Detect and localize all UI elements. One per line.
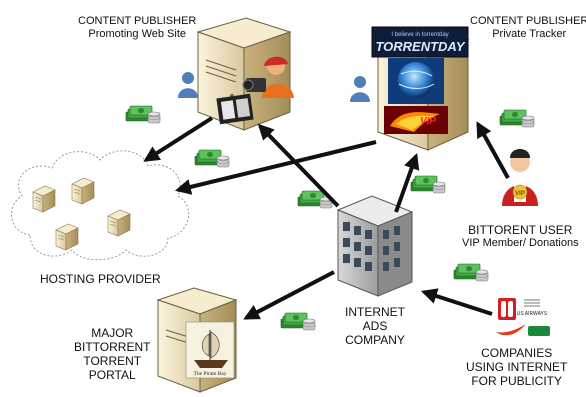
pirate-bay-logo: The Pirate Bay (185, 321, 235, 379)
arrow-tracker-to-hosting (174, 140, 377, 195)
vip-fire-badge: VIP (384, 106, 448, 134)
publisher-tracker-label: CONTENT PUBLISHER Private Tracker (470, 15, 586, 41)
arrow-ads-to-portal (243, 270, 335, 320)
arrow-ads-to-tracker (394, 152, 420, 213)
arrow-user-to-tracker (476, 121, 510, 179)
money-stack-icon (194, 149, 230, 168)
publisher-tracker-person-icon (350, 76, 370, 102)
companies-label: COMPANIES USING INTERNET FOR PUBLICITY (466, 346, 567, 388)
companies-line-2: USING INTERNET (466, 360, 568, 374)
companies-line-1: COMPANIES (481, 346, 553, 360)
globe-icon (388, 58, 444, 104)
bittorrent-user-label: BITTORENT USER VIP Member/ Donations (462, 224, 579, 250)
hosting-provider-label: HOSTING PROVIDER (40, 272, 161, 286)
internet-ads-company-label: INTERNET ADS COMPANY (345, 305, 405, 347)
major-portal-line-3: TORRENT (83, 354, 142, 368)
svg-text:TORRENTDAY: TORRENTDAY (375, 39, 465, 54)
publisher-web-subtitle: Promoting Web Site (88, 28, 186, 40)
companies-line-3: FOR PUBLICITY (471, 374, 563, 388)
torrentday-banner: I believe in torrentday TORRENTDAY (371, 26, 469, 58)
brand-logos: US AIRWAYS (496, 298, 550, 336)
film-strip-icon (216, 93, 254, 125)
camera-operator-icon (242, 56, 294, 98)
publisher-web-title: CONTENT PUBLISHER (78, 15, 197, 27)
publisher-tracker-subtitle: Private Tracker (492, 28, 567, 40)
money-stack-icon (410, 175, 446, 194)
flow-arrows (143, 116, 510, 320)
bittorrent-user-subtitle: VIP Member/ Donations (462, 237, 579, 249)
arrow-companies-to-ads (420, 288, 493, 316)
money-stack-icon (280, 312, 316, 331)
arrow-ads-to-web (257, 123, 340, 208)
ads-company-building-icon (336, 195, 414, 297)
svg-text:VIP: VIP (515, 191, 525, 197)
major-portal-line-2: BITTORRENT (74, 340, 151, 354)
major-portal-label: MAJOR BITTORRENT TORRENT PORTAL (74, 326, 150, 382)
major-portal-line-4: PORTAL (88, 368, 136, 382)
arrow-web-to-hosting (143, 116, 214, 162)
major-portal-line-1: MAJOR (91, 326, 134, 340)
money-stack-icon (499, 109, 535, 128)
internet-ads-line-3: COMPANY (345, 333, 405, 347)
bittorrent-user-title: BITTORENT USER (468, 223, 573, 237)
internet-ads-line-1: INTERNET (345, 305, 405, 319)
internet-ads-line-2: ADS (362, 319, 388, 333)
svg-text:VIP: VIP (420, 116, 436, 127)
svg-text:The Pirate Bay: The Pirate Bay (194, 371, 227, 377)
publisher-web-person-icon (178, 72, 198, 98)
vip-user-icon: VIP (502, 149, 538, 206)
money-stack-icon (453, 263, 489, 282)
svg-text:I believe in torrentday: I believe in torrentday (391, 32, 448, 38)
svg-text:US AIRWAYS: US AIRWAYS (517, 311, 548, 317)
hosting-cloud (11, 150, 189, 261)
publisher-web-label: CONTENT PUBLISHER Promoting Web Site (78, 15, 196, 41)
money-stack-icon (125, 105, 161, 124)
publisher-tracker-title: CONTENT PUBLISHER (470, 15, 586, 27)
